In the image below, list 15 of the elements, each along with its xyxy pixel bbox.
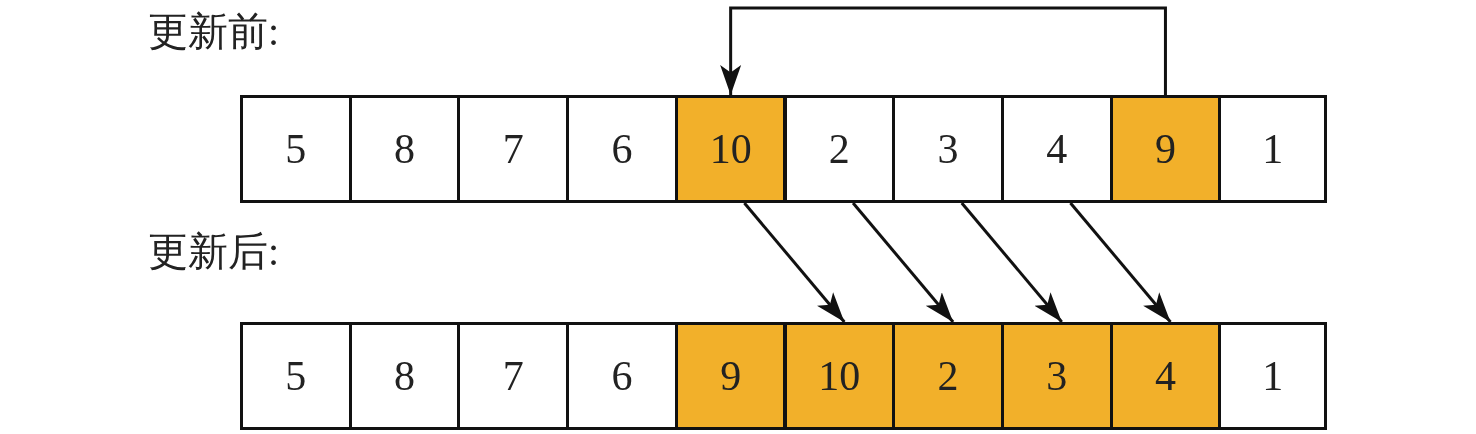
array-cell: 6	[566, 322, 678, 430]
array-cell: 6	[566, 95, 678, 203]
array-cell: 5	[240, 95, 352, 203]
arrow	[851, 202, 955, 323]
array-cell: 3	[892, 95, 1004, 203]
row-label: 更新后:	[148, 232, 280, 272]
array-cell: 2	[892, 322, 1004, 430]
row-label: 更新前:	[148, 12, 280, 52]
arrow	[743, 202, 846, 323]
array-cell: 5	[240, 322, 352, 430]
arrow	[720, 6, 1167, 95]
arrow	[960, 202, 1063, 323]
array-cell: 1	[1218, 95, 1327, 203]
array-cell: 1	[1218, 322, 1327, 430]
arrow	[1069, 202, 1172, 323]
